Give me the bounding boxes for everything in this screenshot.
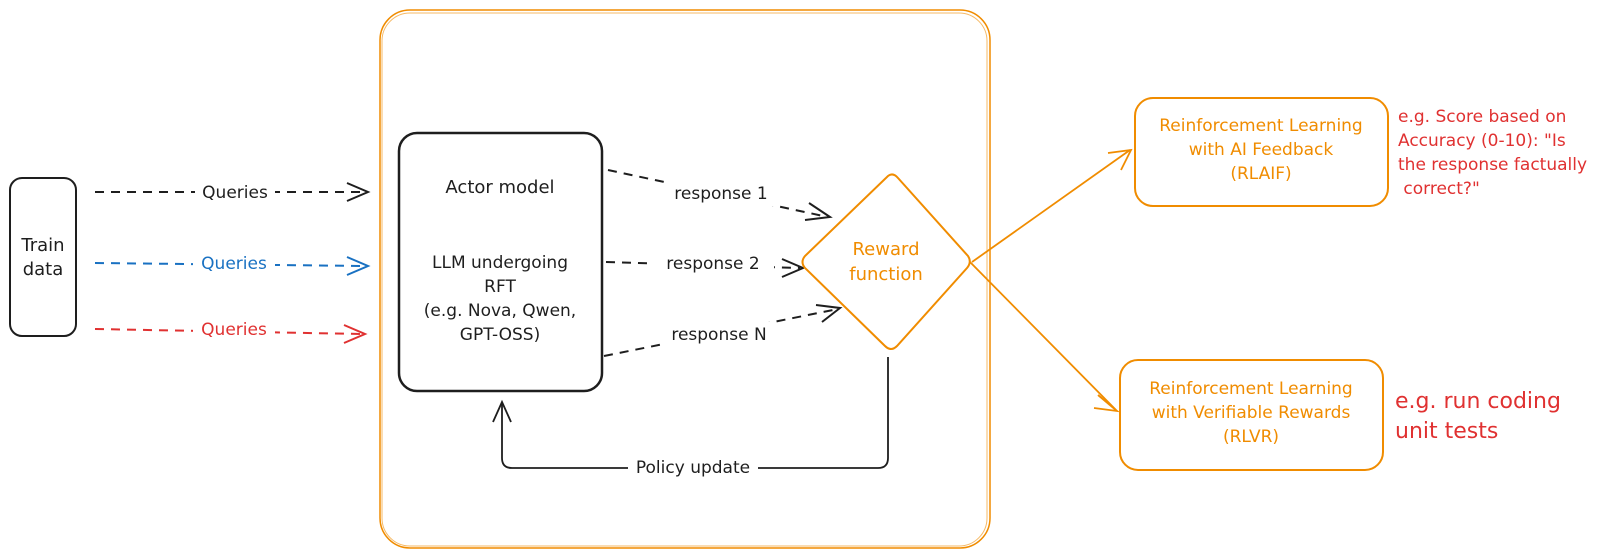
train-data-label-line2: data <box>23 259 64 280</box>
rlaif-box: Reinforcement Learning with AI Feedback … <box>1134 97 1389 207</box>
rlaif-line3: (RLAIF) <box>1230 164 1291 184</box>
reward-function-line1: Reward <box>852 239 919 260</box>
queries-arrow-red: Queries <box>94 318 368 344</box>
rlvr-note-line2: unit tests <box>1395 419 1498 444</box>
response-arrow-n: response N <box>603 304 843 357</box>
queries-label-black: Queries <box>202 183 268 203</box>
queries-label-red: Queries <box>201 320 267 340</box>
rft-container <box>379 9 991 549</box>
rlaif-note-line2: Accuracy (0-10): "Is <box>1398 131 1566 151</box>
queries-arrow-black: Queries <box>95 180 371 204</box>
reward-function-diamond: Reward function <box>801 173 971 350</box>
arrow-to-rlaif <box>971 148 1133 263</box>
response-label-2: response 2 <box>666 254 759 274</box>
policy-update-arrow: Policy update <box>492 357 889 481</box>
rlvr-box: Reinforcement Learning with Verifiable R… <box>1119 359 1384 471</box>
queries-arrow-blue: Queries <box>94 252 371 276</box>
rlaif-note-line1: e.g. Score based on <box>1398 107 1566 127</box>
policy-update-label: Policy update <box>636 458 750 478</box>
actor-model-box: Actor model LLM undergoing RFT (e.g. Nov… <box>397 131 604 393</box>
actor-model-line2: RFT <box>484 277 516 297</box>
rlaif-line1: Reinforcement Learning <box>1159 116 1362 136</box>
actor-model-line4: GPT-OSS) <box>460 325 540 345</box>
train-data-label-line1: Train <box>20 235 64 256</box>
response-arrow-2: response 2 <box>605 251 806 278</box>
reward-function-line2: function <box>849 264 923 285</box>
actor-model-line3: (e.g. Nova, Qwen, <box>424 301 576 321</box>
actor-model-line1: LLM undergoing <box>432 253 568 273</box>
actor-model-title: Actor model <box>445 177 554 198</box>
rlvr-note-line1: e.g. run coding <box>1395 389 1561 414</box>
rlvr-line3: (RLVR) <box>1223 427 1279 447</box>
rlaif-note: e.g. Score based on Accuracy (0-10): "Is… <box>1398 107 1587 199</box>
rlaif-line2: with AI Feedback <box>1189 140 1334 160</box>
rlvr-line2: with Verifiable Rewards <box>1152 403 1351 423</box>
response-label-1: response 1 <box>674 184 767 204</box>
rlvr-note: e.g. run coding unit tests <box>1395 389 1561 444</box>
train-data-box: Train data <box>9 177 77 337</box>
rlvr-line1: Reinforcement Learning <box>1149 379 1352 399</box>
queries-label-blue: Queries <box>201 254 267 274</box>
arrow-to-rlvr <box>969 261 1120 413</box>
response-arrow-1: response 1 <box>607 169 833 221</box>
rlaif-note-line4: correct?" <box>1398 179 1480 199</box>
rlaif-note-line3: the response factually <box>1398 155 1587 175</box>
response-label-n: response N <box>671 325 766 345</box>
